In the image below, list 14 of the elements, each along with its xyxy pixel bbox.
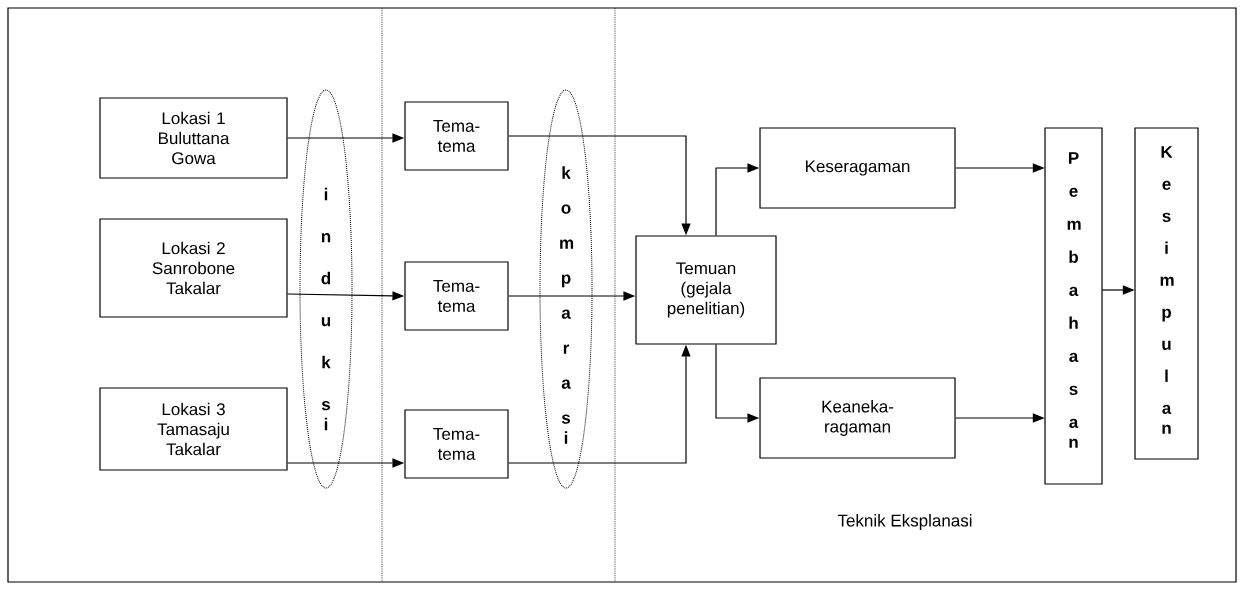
- vertical-box: Pembahasan: [1044, 127, 1103, 485]
- process-box: Lokasi 2 Sanrobone Takalar: [99, 218, 288, 318]
- vertical-label: komparasi: [560, 166, 574, 444]
- vertical-label: induksi: [321, 187, 331, 431]
- process-box: Lokasi 3 Tamasaju Takalar: [99, 387, 288, 471]
- process-box: Tema-tema: [404, 409, 509, 479]
- vertical-box: Kesimpulan: [1134, 127, 1199, 460]
- process-box: Tema-tema: [404, 261, 509, 331]
- process-box: Tema-tema: [404, 101, 509, 171]
- caption-text: Teknik Eksplanasi: [837, 514, 972, 530]
- process-box: Keseragaman: [759, 127, 956, 209]
- process-box: Keaneka-ragaman: [759, 377, 956, 459]
- process-box: Temuan (gejala penelitian): [635, 235, 777, 345]
- process-box: Lokasi 1 Buluttana Gowa: [99, 97, 288, 179]
